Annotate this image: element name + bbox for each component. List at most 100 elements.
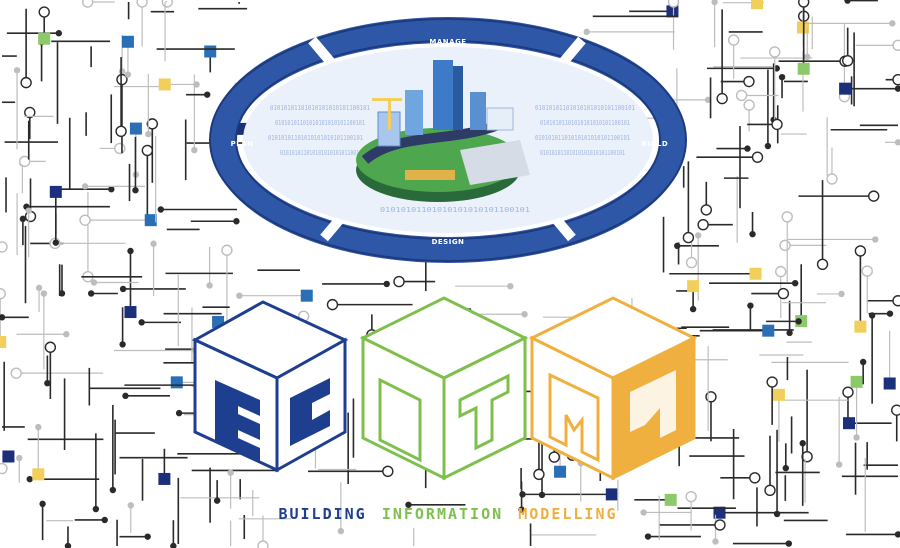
- circuit-pad: [533, 468, 545, 481]
- circuit-node: [157, 206, 165, 213]
- circuit-pad: [868, 190, 880, 202]
- circuit-node: [204, 91, 211, 98]
- circuit-node: [25, 207, 32, 214]
- circuit-pad: [714, 519, 726, 531]
- circuit-node: [640, 509, 647, 516]
- circuit-square: [797, 62, 810, 75]
- circuit-square: [158, 78, 171, 91]
- crane-mast: [388, 100, 391, 130]
- circuit-node: [81, 183, 89, 190]
- binary-row: 01010101101010101010101100101: [275, 119, 365, 127]
- circuit-node: [778, 73, 786, 81]
- circuit-pad: [775, 265, 787, 278]
- binary-row: 01010101101010101010101100101: [268, 134, 363, 142]
- binary-row: 01010101101010101010101100101: [535, 134, 630, 142]
- circuit-node: [236, 292, 243, 299]
- circuit-node: [764, 142, 772, 150]
- circuit-pad: [727, 34, 740, 46]
- circuit-node: [519, 491, 526, 498]
- circuit-node: [13, 67, 21, 74]
- ring-label-manage: MANAGE: [429, 38, 466, 46]
- circuit-square: [666, 5, 679, 18]
- circuit-pad: [685, 256, 698, 269]
- binary-row: 01010101101010101010101100101: [270, 104, 370, 112]
- circuit-pad: [797, 0, 810, 8]
- subtitle-word-modelling: MODELLING: [518, 505, 617, 523]
- circuit-pad: [743, 75, 755, 88]
- circuit-square: [772, 388, 785, 401]
- circuit-pad: [892, 39, 900, 52]
- crane-jib: [372, 98, 402, 101]
- circuit-pad: [18, 155, 31, 168]
- circuit-square: [839, 82, 852, 95]
- circuit-pad: [548, 451, 560, 463]
- circuit-node: [538, 491, 546, 499]
- circuit-node: [804, 53, 811, 61]
- circuit-pad: [38, 6, 50, 18]
- circuit-pad: [10, 367, 22, 379]
- circuit-pad: [743, 99, 755, 111]
- circuit-node: [109, 486, 117, 494]
- circuit-node: [119, 341, 126, 348]
- circuit-node: [853, 434, 860, 441]
- circuit-node: [227, 469, 234, 476]
- circuit-node: [799, 440, 806, 447]
- ring-label-design: DESIGN: [432, 238, 465, 246]
- circuit-node: [40, 290, 48, 297]
- circuit-node: [233, 218, 240, 225]
- subtitle-word-information: INFORMATION: [382, 505, 503, 523]
- circuit-node: [39, 500, 46, 508]
- circuit-node: [118, 68, 126, 75]
- subtitle-word-building: BUILDING: [278, 505, 366, 523]
- circuit-square: [158, 472, 171, 485]
- circuit-node: [894, 531, 900, 538]
- circuit-pad: [24, 106, 36, 119]
- circuit-node: [52, 239, 60, 246]
- ring-label-plan: PLAN: [231, 140, 254, 148]
- circuit-square: [687, 280, 700, 293]
- circuit-pad: [891, 404, 900, 416]
- circuit-pad: [700, 204, 712, 216]
- circuit-pad: [0, 288, 6, 300]
- letter-b-cube: [191, 300, 349, 473]
- circuit-pad: [667, 0, 680, 8]
- circuit-square: [554, 465, 567, 478]
- circuit-pad: [697, 218, 709, 231]
- circuit-square: [842, 417, 855, 430]
- circuit-square: [883, 377, 896, 390]
- circuit-square: [49, 185, 62, 198]
- circuit-pad: [826, 173, 838, 185]
- binary-row: 01010101101010101010101100101: [535, 104, 635, 112]
- circuit-square: [750, 0, 763, 10]
- tower-side: [453, 66, 463, 130]
- circuit-node: [101, 516, 108, 524]
- circuit-pad: [81, 0, 94, 8]
- circuit-node: [859, 358, 867, 366]
- circuit-pad: [749, 472, 761, 484]
- circuit-node: [213, 497, 221, 504]
- circuit-pad: [781, 211, 793, 223]
- circuit-node: [786, 329, 793, 337]
- circuit-node: [337, 527, 345, 535]
- circuit-square: [749, 267, 762, 280]
- circuit-square: [170, 376, 183, 389]
- circuit-node: [795, 318, 802, 325]
- circuit-pad: [44, 341, 57, 353]
- circuit-pad: [842, 386, 854, 398]
- circuit-node: [64, 542, 72, 548]
- binary-row: 01010101101010101010101100101: [380, 206, 530, 214]
- city-disc: [356, 60, 530, 202]
- circuit-node: [150, 240, 157, 247]
- circuit-node: [711, 0, 718, 6]
- binary-row: 01010101101010101010101100101: [540, 149, 625, 157]
- circuit-node: [782, 464, 789, 472]
- circuit-pad: [382, 465, 394, 478]
- circuit-pad: [221, 244, 233, 256]
- circuit-square: [204, 45, 217, 58]
- tower-right: [470, 92, 486, 130]
- circuit-pad: [861, 265, 873, 277]
- circuit-node: [405, 501, 412, 508]
- circuit-node: [87, 290, 95, 297]
- circuit-square: [144, 214, 157, 227]
- circuit-node: [144, 533, 151, 540]
